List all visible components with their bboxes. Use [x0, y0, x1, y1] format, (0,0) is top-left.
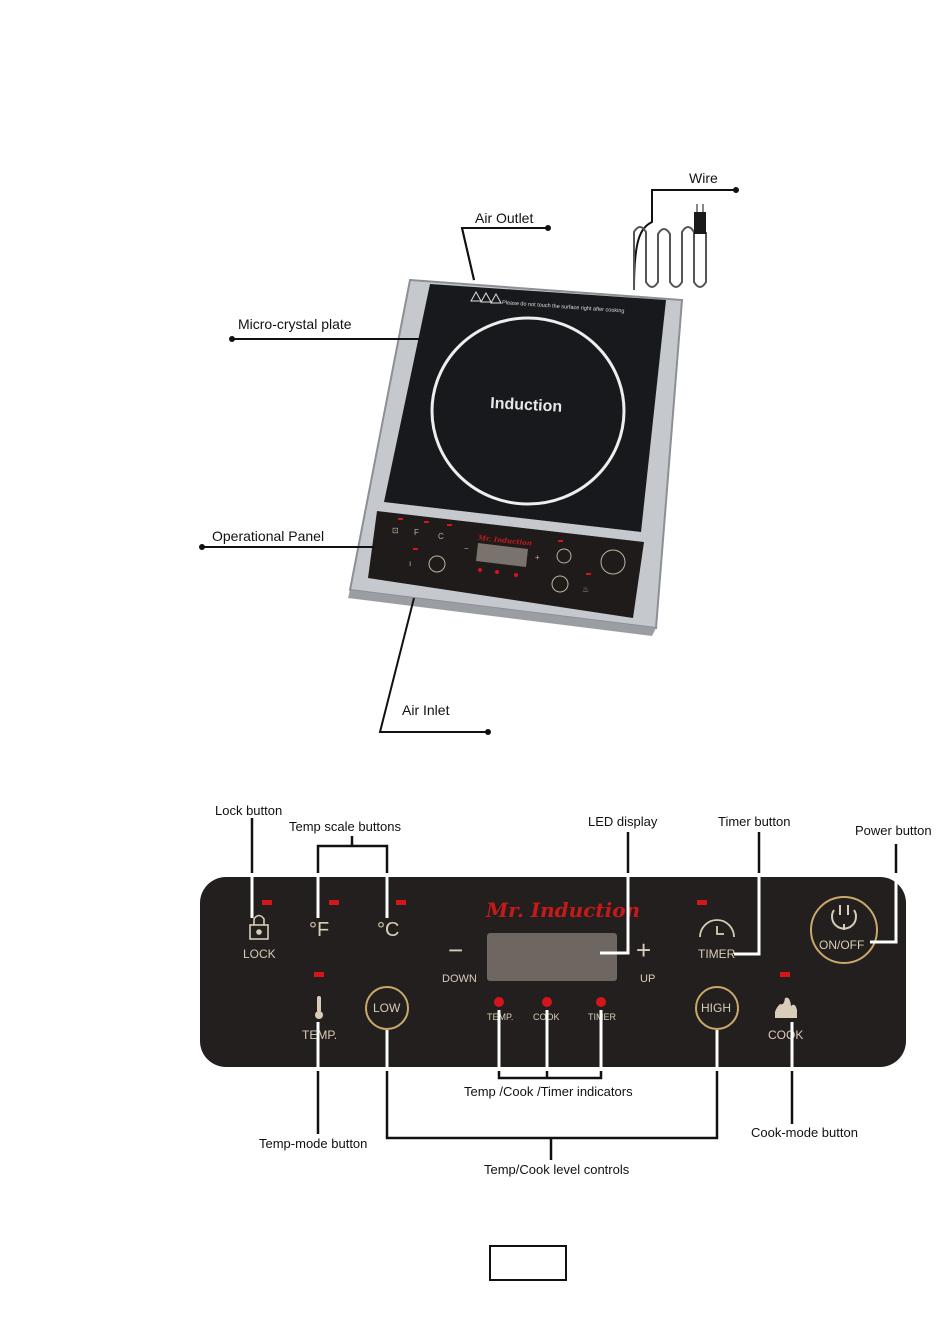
- small-panel-buttons: [428, 548, 626, 593]
- small-panel-glyphs: ⊡ F C ı + − ♨: [392, 526, 589, 594]
- temp-mode-button[interactable]: TEMP.: [302, 996, 337, 1042]
- svg-text:−: −: [464, 544, 469, 553]
- cook-label: COOK: [768, 1028, 803, 1042]
- on-off-label: ON/OFF: [819, 938, 864, 952]
- small-led-display: [476, 543, 528, 567]
- lock-button[interactable]: LOCK: [243, 914, 276, 962]
- cook-indicator-led: [542, 997, 552, 1007]
- thermometer-icon: [315, 996, 323, 1019]
- svg-text:C: C: [438, 532, 444, 541]
- temp-led: [314, 972, 324, 977]
- led-display: [487, 933, 617, 981]
- power-cord: [461, 189, 736, 291]
- callout-lock-button: Lock button: [215, 803, 282, 818]
- callout-temp-scale-buttons: Temp scale buttons: [289, 819, 402, 834]
- lock-icon: [249, 914, 269, 940]
- panel-brand: Mr. Induction: [485, 898, 640, 922]
- wire-coil: [633, 226, 707, 290]
- top-callouts: Wire Air Outlet Micro-crystal plate Oper…: [199, 170, 739, 735]
- svg-text:+: +: [535, 553, 540, 562]
- control-panel-detail: Mr. Induction LOCK °F °C − DOW: [200, 877, 906, 1067]
- fahrenheit-led: [329, 900, 339, 905]
- low-label: LOW: [373, 1001, 401, 1015]
- induction-label: Induction: [490, 395, 563, 416]
- svg-text:⊡: ⊡: [392, 526, 399, 535]
- callout-cook-mode-button: Cook-mode button: [751, 1125, 858, 1140]
- high-button[interactable]: HIGH: [695, 986, 739, 1030]
- up-label: UP: [640, 973, 655, 985]
- callout-micro-crystal-plate: Micro-crystal plate: [238, 316, 352, 332]
- svg-text:ı: ı: [409, 559, 411, 568]
- clock-icon: [699, 919, 735, 938]
- callout-led-display: LED display: [588, 814, 658, 829]
- callout-wire: Wire: [689, 170, 718, 186]
- up-button[interactable]: +: [636, 935, 651, 965]
- flame-icon: [775, 997, 797, 1018]
- cook-led: [780, 972, 790, 977]
- callout-temp-mode-button: Temp-mode button: [259, 1136, 367, 1151]
- cooktop-illustration: Please do not touch the surface right af…: [348, 189, 736, 636]
- callout-timer-button: Timer button: [718, 814, 791, 829]
- temp-label: TEMP.: [302, 1028, 337, 1042]
- lock-led: [262, 900, 272, 905]
- celsius-button[interactable]: °C: [377, 919, 399, 941]
- panel-callouts: Lock button Temp scale buttons LED displ…: [215, 803, 932, 1177]
- callout-level-controls: Temp/Cook level controls: [484, 1162, 630, 1177]
- callout-operational-panel: Operational Panel: [212, 528, 324, 544]
- plug: [694, 212, 706, 234]
- callout-power-button: Power button: [855, 823, 932, 838]
- power-button[interactable]: ON/OFF: [810, 896, 878, 964]
- timer-led: [697, 900, 707, 905]
- high-label: HIGH: [701, 1001, 731, 1015]
- cooking-zone-ring: [430, 316, 626, 506]
- lock-label: LOCK: [243, 947, 276, 961]
- timer-button[interactable]: TIMER: [698, 919, 736, 961]
- panel-callout-lines: [250, 818, 898, 1160]
- page-number-box: [489, 1245, 567, 1281]
- callout-air-outlet: Air Outlet: [475, 210, 533, 226]
- celsius-led: [396, 900, 406, 905]
- low-button[interactable]: LOW: [365, 986, 409, 1030]
- warning-triangle-icons: [470, 290, 502, 304]
- cook-mode-button[interactable]: COOK: [768, 997, 803, 1042]
- fahrenheit-button[interactable]: °F: [309, 919, 329, 941]
- indicator-lights: [262, 900, 790, 1007]
- callout-indicators: Temp /Cook /Timer indicators: [464, 1084, 633, 1099]
- svg-text:♨: ♨: [582, 585, 589, 594]
- svg-text:F: F: [414, 528, 419, 537]
- callout-air-inlet: Air Inlet: [402, 702, 450, 718]
- timer-label: TIMER: [698, 947, 736, 961]
- down-button[interactable]: −: [448, 935, 463, 965]
- timer-indicator-led: [596, 997, 606, 1007]
- small-panel-leds: [398, 518, 591, 577]
- down-label: DOWN: [442, 973, 477, 985]
- temp-indicator-led: [494, 997, 504, 1007]
- power-plug-icon: [831, 905, 857, 930]
